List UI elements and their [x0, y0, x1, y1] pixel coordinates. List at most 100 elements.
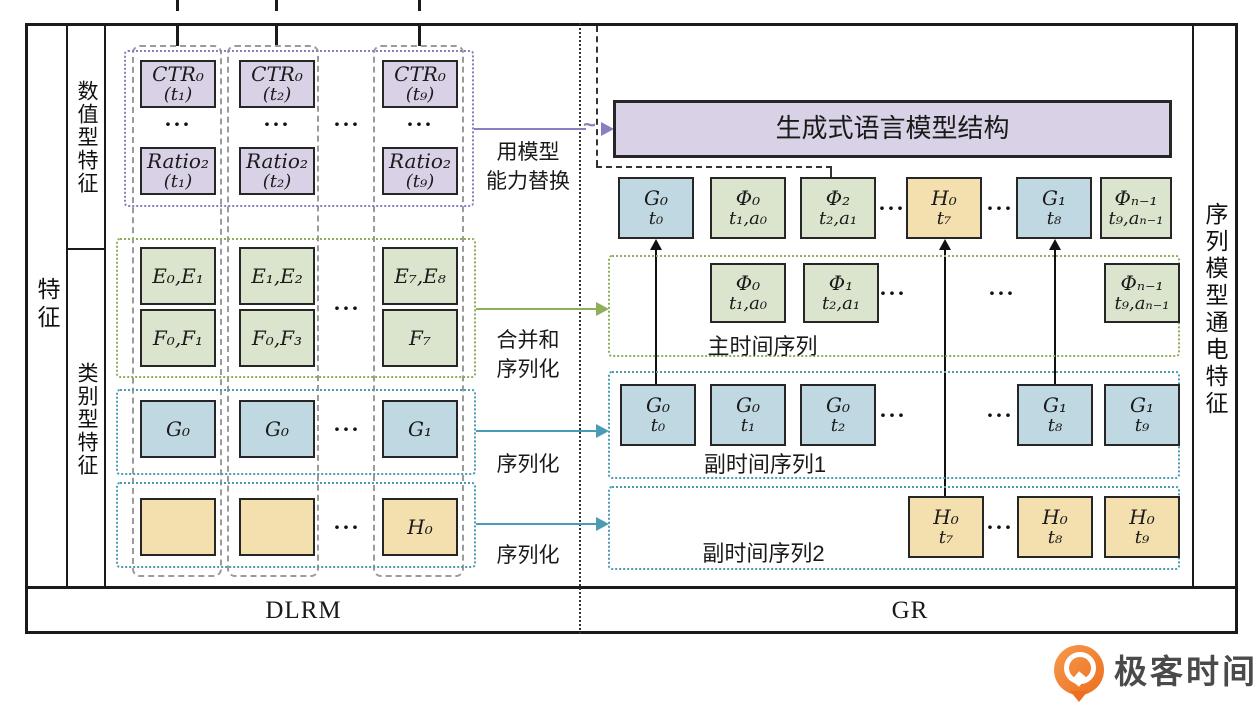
ctr-box-t1: CTR₀ (t₁) [140, 60, 216, 108]
token-box-g1-t8: G₁ t₈ [1016, 177, 1092, 239]
ellipsis: ··· [333, 515, 361, 539]
box-label: CTR₀ [251, 61, 303, 86]
f-box-2: F₀,F₃ [239, 309, 315, 367]
box-label: Ratio₂ [389, 148, 451, 173]
ratio-box-t1: Ratio₂ (t₁) [140, 147, 216, 195]
box-label: Φₙ₋₁ [1120, 270, 1164, 295]
box-sublabel: (t₁) [163, 171, 193, 193]
box-sublabel: t₉,aₙ₋₁ [1114, 293, 1170, 315]
geektime-logo-text: 极客时间 [1114, 653, 1258, 690]
ellipsis: ··· [986, 515, 1014, 539]
box-label: H₀ [931, 185, 957, 210]
ellipsis: ··· [879, 281, 907, 305]
ellipsis: ··· [333, 112, 361, 136]
sub-series-1-label: 副时间序列1 [703, 452, 827, 477]
g-feature-group [116, 389, 476, 475]
e-box-2: E₁,E₂ [239, 247, 315, 305]
box-sublabel: t₁ [740, 415, 756, 437]
box-sublabel: (t₁) [163, 84, 193, 106]
sample-column-3 [373, 45, 464, 577]
top-tick-1 [176, 0, 179, 11]
serialize2-arrow-head [596, 517, 609, 531]
box-sublabel: t₉ [1134, 527, 1150, 549]
arrow-g1-line [1054, 249, 1056, 384]
box-sublabel: t₂ [830, 415, 846, 437]
main-box-phi0: Φ₀ t₁,a₀ [710, 263, 786, 323]
sub1-box-g0-t0: G₀ t₀ [620, 384, 696, 446]
sub1-box-g1-t9: G₁ t₉ [1104, 384, 1180, 446]
merge-arrow-label-line1: 合并和 [496, 329, 560, 352]
serialize2-arrow-line [476, 523, 598, 525]
main-box-phi-n1: Φₙ₋₁ t₉,aₙ₋₁ [1104, 263, 1180, 323]
divider-feature-col [66, 23, 68, 589]
sub1-box-g0-t1: G₀ t₁ [710, 384, 786, 446]
divider-right-label-col [1192, 23, 1194, 589]
box-sublabel: (t₉) [405, 171, 435, 193]
ellipsis: ··· [263, 112, 291, 136]
glm-dashed-connector-horizontal [596, 166, 832, 168]
replace-arrow-squiggle: ~ [583, 112, 596, 137]
h-box-3: H₀ [382, 498, 458, 556]
col-tick-1 [176, 26, 179, 46]
embedding-feature-group [116, 238, 476, 378]
h-box-1 [140, 498, 216, 556]
box-sublabel: t₀ [650, 415, 666, 437]
box-label: E₇,E₈ [394, 263, 446, 288]
ellipsis: ··· [879, 403, 907, 427]
arrow-g0-line [655, 249, 657, 384]
e-box-3: E₇,E₈ [382, 247, 458, 305]
box-sublabel: t₀ [648, 208, 664, 230]
e-box-1: E₀,E₁ [140, 247, 216, 305]
token-box-phi0: Φ₀ t₁,a₀ [710, 177, 786, 239]
glm-dashed-connector-stub [830, 166, 832, 178]
serialize1-arrow-head [596, 424, 609, 438]
box-sublabel: (t₉) [405, 84, 435, 106]
f-box-1: F₀,F₁ [140, 309, 216, 367]
box-label: G₀ [166, 416, 190, 441]
sub1-box-g0-t2: G₀ t₂ [800, 384, 876, 446]
h-feature-group [116, 482, 476, 568]
dlrm-gr-divider-dotted [579, 23, 581, 634]
numeric-feature-group [124, 50, 474, 207]
sample-column-1 [132, 45, 222, 577]
glm-box: 生成式语言模型结构 [613, 100, 1172, 158]
sub2-box-h0-t9: H₀ t₉ [1104, 496, 1180, 558]
top-tick-2 [275, 0, 278, 11]
arrow-g0-head [650, 239, 662, 250]
label-feature: 特征 [34, 277, 60, 333]
box-label: H₀ [1042, 504, 1068, 529]
replace-arrow-label: 用模型 能力替换 [470, 138, 586, 196]
arrow-h0-head [939, 239, 951, 250]
ellipsis: ··· [333, 296, 361, 320]
sub2-box-h0-t8: H₀ t₈ [1017, 496, 1093, 558]
box-label: CTR₀ [152, 61, 204, 86]
col-tick-3 [418, 26, 421, 46]
geektime-logo-icon [1054, 645, 1104, 702]
h-box-2 [239, 498, 315, 556]
ctr-box-t9: CTR₀ (t₉) [382, 60, 458, 108]
box-sublabel: t₁,a₀ [728, 293, 768, 315]
g-box-1: G₀ [140, 400, 216, 458]
box-label: Φ₁ [828, 270, 854, 295]
label-numeric-feature: 数值型特征 [75, 79, 98, 195]
merge-arrow-label-line2: 序列化 [496, 358, 560, 381]
box-label: G₀ [646, 392, 670, 417]
box-sublabel: (t₂) [262, 84, 292, 106]
box-sublabel: t₈ [1046, 208, 1062, 230]
token-box-h0-t7: H₀ t₇ [906, 177, 982, 239]
serialize2-arrow-label: 序列化 [496, 544, 560, 567]
merge-arrow-head [596, 302, 609, 316]
g-box-3: G₁ [382, 400, 458, 458]
main-box-phi1: Φ₁ t₂,a₁ [803, 263, 879, 323]
logo-pin-tip [1070, 691, 1088, 702]
box-sublabel: t₈ [1047, 415, 1063, 437]
box-sublabel: t₂,a₁ [821, 293, 861, 315]
box-label: Φ₀ [735, 270, 761, 295]
box-sublabel: t₁,a₀ [728, 208, 768, 230]
g-box-2: G₀ [239, 400, 315, 458]
box-label: G₀ [265, 416, 289, 441]
box-label: G₁ [1043, 392, 1067, 417]
box-label: H₀ [933, 504, 959, 529]
box-label: Ratio₂ [147, 148, 209, 173]
ellipsis: ··· [878, 196, 906, 220]
